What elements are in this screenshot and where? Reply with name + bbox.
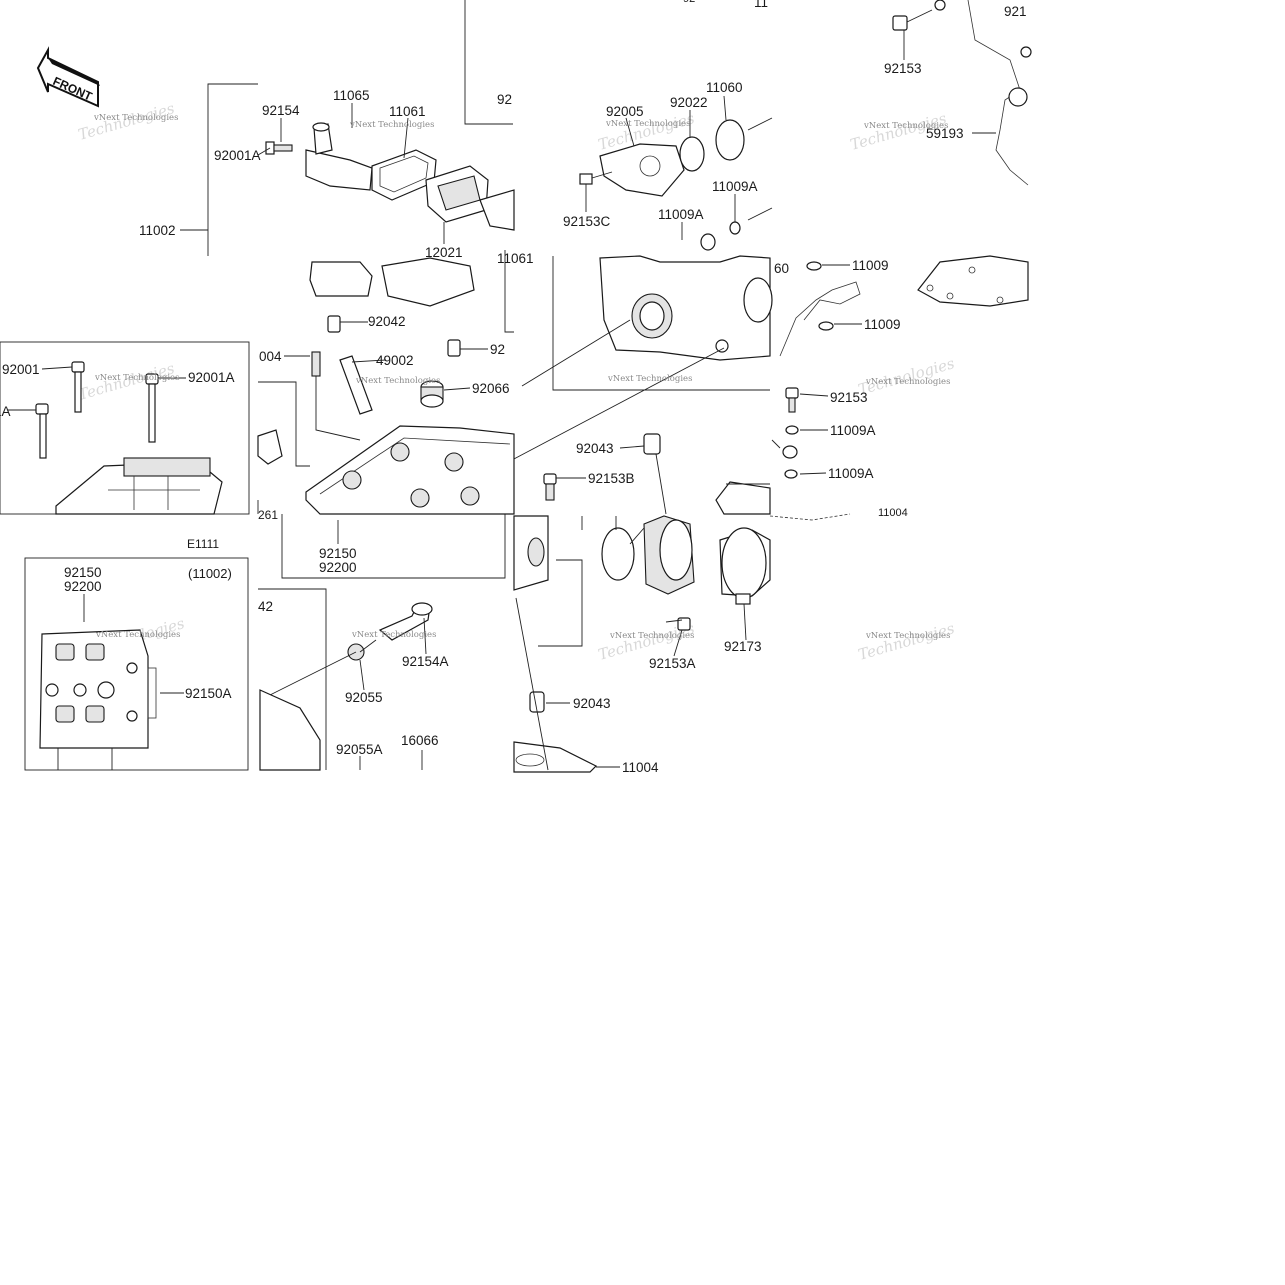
part-label[interactable]: 11002	[139, 223, 176, 238]
part-label[interactable]: 92154	[262, 103, 300, 118]
part-label[interactable]: 92153B	[588, 471, 635, 486]
part-label[interactable]: 59193	[926, 126, 964, 141]
part-label[interactable]: 92055	[345, 690, 383, 705]
part-label[interactable]: 60	[774, 261, 789, 276]
outlet-fitting-group	[265, 122, 515, 231]
cam-cap-group	[309, 257, 488, 357]
thermostat-housing-group	[579, 117, 773, 251]
valve-group	[259, 602, 433, 771]
svg-text:vNext Technologies: vNext Technologies	[95, 630, 180, 640]
inset-ref: (11002)	[188, 566, 232, 581]
part-label[interactable]: 92043	[576, 441, 614, 456]
part-label[interactable]: 92022	[670, 95, 708, 110]
part-label[interactable]: 92200	[319, 560, 357, 575]
intake-group	[513, 433, 851, 773]
front-arrow-icon: FRONT	[36, 46, 100, 108]
part-label[interactable]: 11009A	[658, 207, 704, 222]
cylinder-head-inset	[55, 457, 223, 515]
part-label[interactable]: 92150A	[185, 686, 232, 701]
part-label[interactable]: 92154A	[402, 654, 449, 669]
svg-text:vNext Technologies: vNext Technologies	[865, 631, 950, 641]
head-bolts-group	[35, 361, 159, 459]
main-head-group	[257, 351, 515, 515]
part-label[interactable]: 11004	[622, 760, 659, 775]
part-label[interactable]: 42	[258, 599, 273, 614]
part-label[interactable]: 92150	[64, 565, 102, 580]
svg-text:vNext Technologies: vNext Technologies	[93, 113, 178, 123]
part-label[interactable]: 11065	[333, 88, 370, 103]
part-label[interactable]: 11	[754, 0, 768, 10]
part-label[interactable]: 92001	[2, 362, 40, 377]
part-label[interactable]: 92153C	[563, 214, 611, 229]
part-label[interactable]: 16066	[401, 733, 439, 748]
leader-lines	[8, 30, 996, 768]
part-label[interactable]: 92	[683, 0, 695, 5]
part-label[interactable]: 11009A	[830, 423, 876, 438]
svg-text:vNext Technologies: vNext Technologies	[609, 631, 694, 641]
part-label[interactable]: 92200	[64, 579, 102, 594]
part-labels: 92154 11065 11061 92001A 11002 12021 110…	[0, 0, 1027, 775]
svg-text:vNext Technologies: vNext Technologies	[94, 373, 179, 383]
part-label[interactable]: 92001A	[188, 370, 235, 385]
svg-text:vNext Technologies: vNext Technologies	[605, 119, 690, 129]
part-label[interactable]: 11061	[497, 251, 534, 266]
watermark-text: vNext Technologies vNext Technologies vN…	[93, 113, 950, 641]
part-label[interactable]: 921	[1004, 4, 1027, 19]
svg-text:vNext Technologies: vNext Technologies	[351, 630, 436, 640]
part-label[interactable]: 11009A	[712, 179, 758, 194]
part-label[interactable]: 11061	[389, 104, 426, 119]
part-label[interactable]: 92001A	[0, 404, 11, 419]
part-label[interactable]: 49002	[376, 353, 414, 368]
part-label[interactable]: 92066	[472, 381, 510, 396]
part-label[interactable]: 92	[490, 342, 505, 357]
part-label[interactable]: 92055A	[336, 742, 383, 757]
cylinder-block-group	[511, 255, 773, 461]
svg-text:vNext Technologies: vNext Technologies	[355, 376, 440, 386]
svg-text:vNext Technologies: vNext Technologies	[863, 121, 948, 131]
frame-code: E1111	[187, 537, 219, 551]
part-label[interactable]: 92173	[724, 639, 762, 654]
part-label[interactable]: 11009	[864, 317, 901, 332]
part-label[interactable]: 11009	[852, 258, 889, 273]
part-label[interactable]: 92001A	[214, 148, 261, 163]
part-label[interactable]: 92043	[573, 696, 611, 711]
part-label[interactable]: 92153A	[649, 656, 696, 671]
part-label[interactable]: 92005	[606, 104, 644, 119]
part-label[interactable]: 92	[497, 92, 512, 107]
part-label[interactable]: 11060	[706, 80, 743, 95]
part-label[interactable]: 92153	[884, 61, 922, 76]
part-label[interactable]: 92150	[319, 546, 357, 561]
svg-text:Technologies: Technologies	[856, 619, 957, 664]
inset-detail	[39, 594, 184, 770]
part-label[interactable]: 92042	[368, 314, 406, 329]
svg-text:vNext Technologies: vNext Technologies	[607, 374, 692, 384]
bracket-lines	[0, 0, 770, 771]
part-label[interactable]: 92153	[830, 390, 868, 405]
part-label[interactable]: 11004	[878, 507, 908, 519]
svg-text:vNext Technologies: vNext Technologies	[865, 377, 950, 387]
part-label[interactable]: 004	[259, 349, 282, 364]
part-label[interactable]: 11009A	[828, 466, 874, 481]
breather-hose-group	[771, 261, 861, 479]
svg-text:vNext Technologies: vNext Technologies	[349, 120, 434, 130]
part-label[interactable]: 12021	[425, 245, 463, 260]
part-label[interactable]: 261	[258, 508, 278, 522]
oil-pipe-group	[892, 0, 1032, 307]
